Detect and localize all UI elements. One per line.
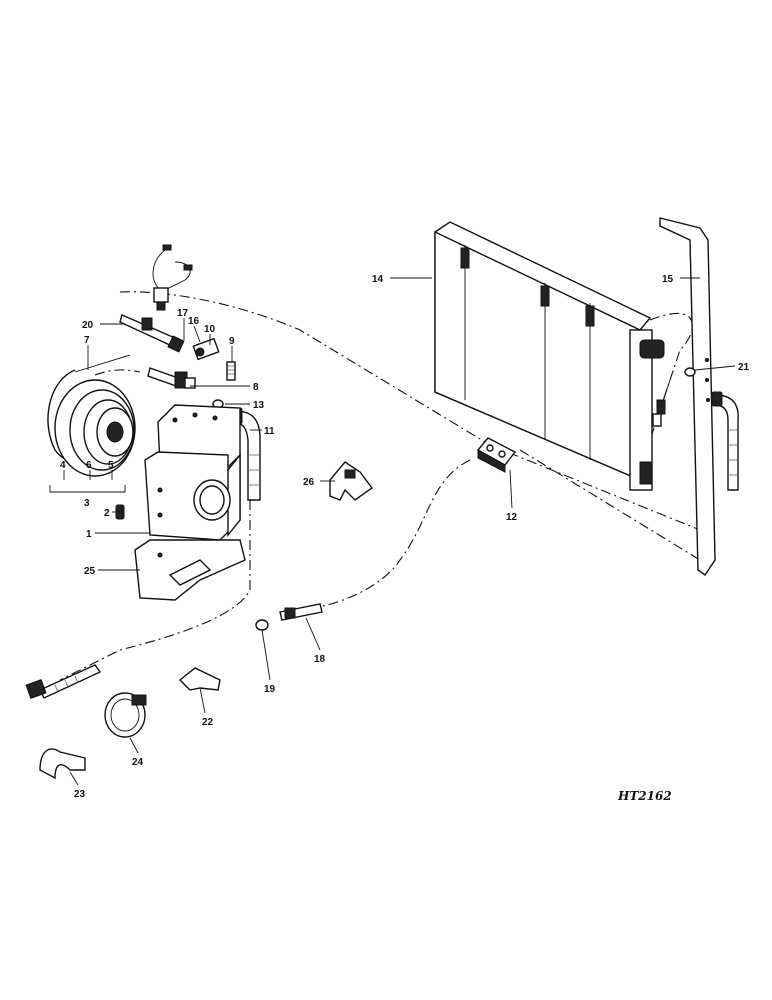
callout-10: 10: [204, 324, 216, 335]
mount-plate-25: [134, 539, 246, 601]
clutch-pulley: [47, 354, 136, 477]
callout-4: 4: [60, 460, 66, 471]
clip-23: [39, 748, 86, 780]
fitting-20: [119, 314, 185, 353]
callout-19: 19: [264, 684, 276, 695]
tee-16: [192, 337, 220, 361]
clamp-24: [104, 692, 147, 738]
pressure-switch: [152, 244, 193, 311]
sensor-18: [255, 603, 323, 631]
switch-12: [476, 437, 517, 473]
callout-9: 9: [229, 336, 235, 347]
callout-3: 3: [84, 498, 90, 509]
callout-18: 18: [314, 654, 326, 665]
screw-9: [226, 361, 236, 381]
callout-26: 26: [303, 477, 315, 488]
callout-20: 20: [82, 320, 94, 331]
callout-2: 2: [104, 508, 110, 519]
callout-7: 7: [84, 335, 90, 346]
capillary-end: [25, 664, 102, 699]
callout-8: 8: [253, 382, 259, 393]
callout-6: 6: [86, 460, 92, 471]
clip-22: [178, 667, 221, 691]
sensor-probe: [652, 379, 671, 427]
callouts: 14 15 21 20 17 16 10 9 7 8 13 11 4 6 5 3…: [60, 274, 750, 800]
bracket-15: [659, 217, 716, 576]
callout-13: 13: [253, 400, 265, 411]
callout-16: 16: [188, 316, 200, 327]
condenser-14: [434, 221, 665, 491]
leader-lines: [49, 277, 736, 786]
callout-15: 15: [662, 274, 674, 285]
callout-24: 24: [132, 757, 144, 768]
valve-8: [147, 367, 196, 389]
compressor-1: [144, 404, 241, 541]
drawing-id: HT2162: [617, 789, 672, 803]
callout-11: 11: [264, 426, 275, 437]
hose-21: [684, 367, 739, 491]
callout-12: 12: [506, 512, 518, 523]
callout-22: 22: [202, 717, 214, 728]
callout-23: 23: [74, 789, 86, 800]
callout-25: 25: [84, 566, 96, 577]
callout-14: 14: [372, 274, 384, 285]
clip-26: [329, 461, 373, 501]
callout-1: 1: [86, 529, 92, 540]
callout-17: 17: [177, 308, 189, 319]
callout-5: 5: [108, 460, 114, 471]
callout-21: 21: [738, 362, 750, 373]
